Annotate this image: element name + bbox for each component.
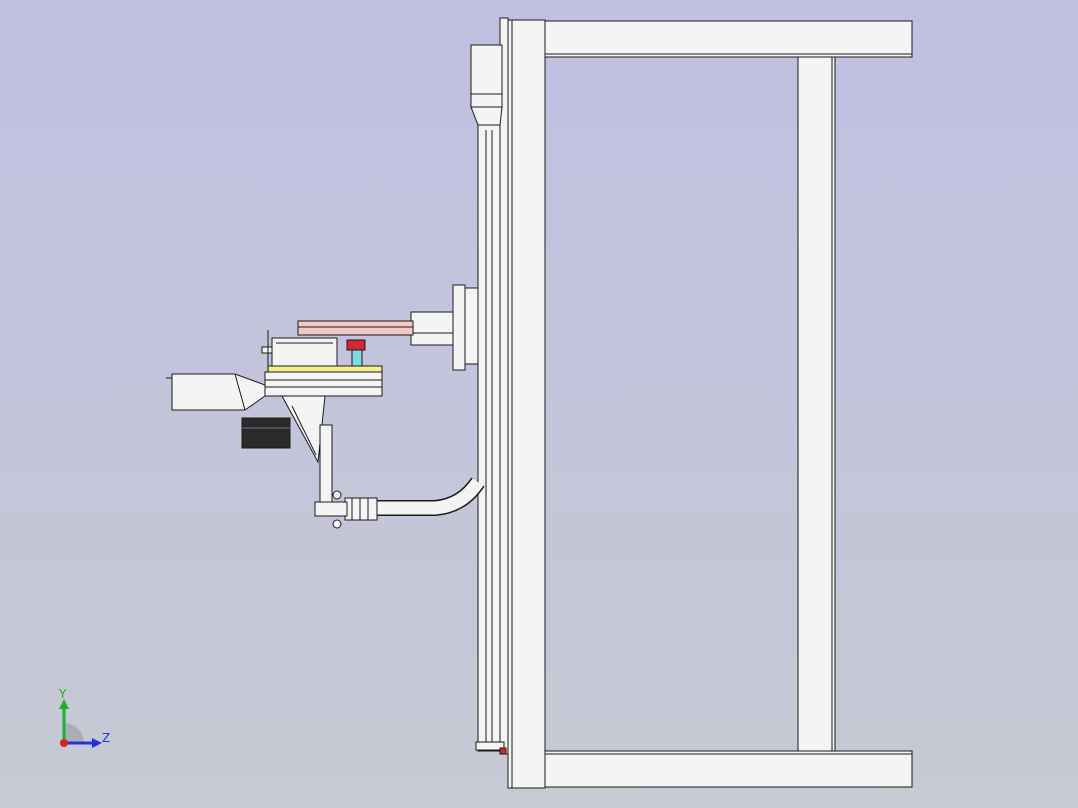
side-motor-shaft bbox=[261, 346, 273, 354]
linear-rail-plate[interactable] bbox=[499, 17, 509, 755]
rail-stop-marker bbox=[499, 747, 507, 755]
triad-plane-arc bbox=[64, 723, 84, 743]
rail-drive-block[interactable] bbox=[470, 44, 503, 108]
linear-rail[interactable] bbox=[477, 124, 501, 752]
valve-body[interactable] bbox=[351, 349, 363, 367]
triad-z-arrowhead bbox=[92, 738, 102, 748]
nozzle-housing[interactable] bbox=[171, 373, 266, 411]
frame-bottom-beam[interactable] bbox=[544, 750, 913, 788]
valve-handle[interactable] bbox=[346, 339, 366, 351]
rail-drive-taper bbox=[470, 106, 503, 126]
coupling-knob-top bbox=[332, 490, 342, 500]
frame-top-beam[interactable] bbox=[544, 20, 913, 58]
frame-left-upright[interactable] bbox=[507, 19, 546, 789]
triad-y-arrowhead bbox=[59, 699, 69, 709]
stepper-motor[interactable] bbox=[241, 417, 291, 449]
triad-origin bbox=[60, 739, 68, 747]
support-bracket-edge bbox=[291, 405, 317, 456]
carriage-arm[interactable] bbox=[297, 320, 414, 336]
platform-accent bbox=[267, 365, 383, 373]
vertical-arm[interactable] bbox=[319, 424, 333, 506]
carriage-hub[interactable] bbox=[410, 311, 454, 346]
nozzle-edge bbox=[234, 373, 246, 411]
rail-bottom-end bbox=[475, 741, 505, 751]
hose-coupling[interactable] bbox=[344, 497, 378, 521]
coupling-knob-bottom bbox=[332, 519, 342, 529]
triad-z-label: Z bbox=[102, 731, 111, 745]
platform-plate[interactable] bbox=[264, 371, 383, 397]
hose-pipe-inner bbox=[375, 478, 484, 515]
triad-y-label: Y bbox=[59, 687, 67, 701]
coordinate-triad bbox=[59, 699, 102, 748]
coupling-hub[interactable] bbox=[314, 501, 348, 517]
carriage-flange[interactable] bbox=[452, 284, 466, 371]
frame-right-upright[interactable] bbox=[797, 56, 836, 752]
